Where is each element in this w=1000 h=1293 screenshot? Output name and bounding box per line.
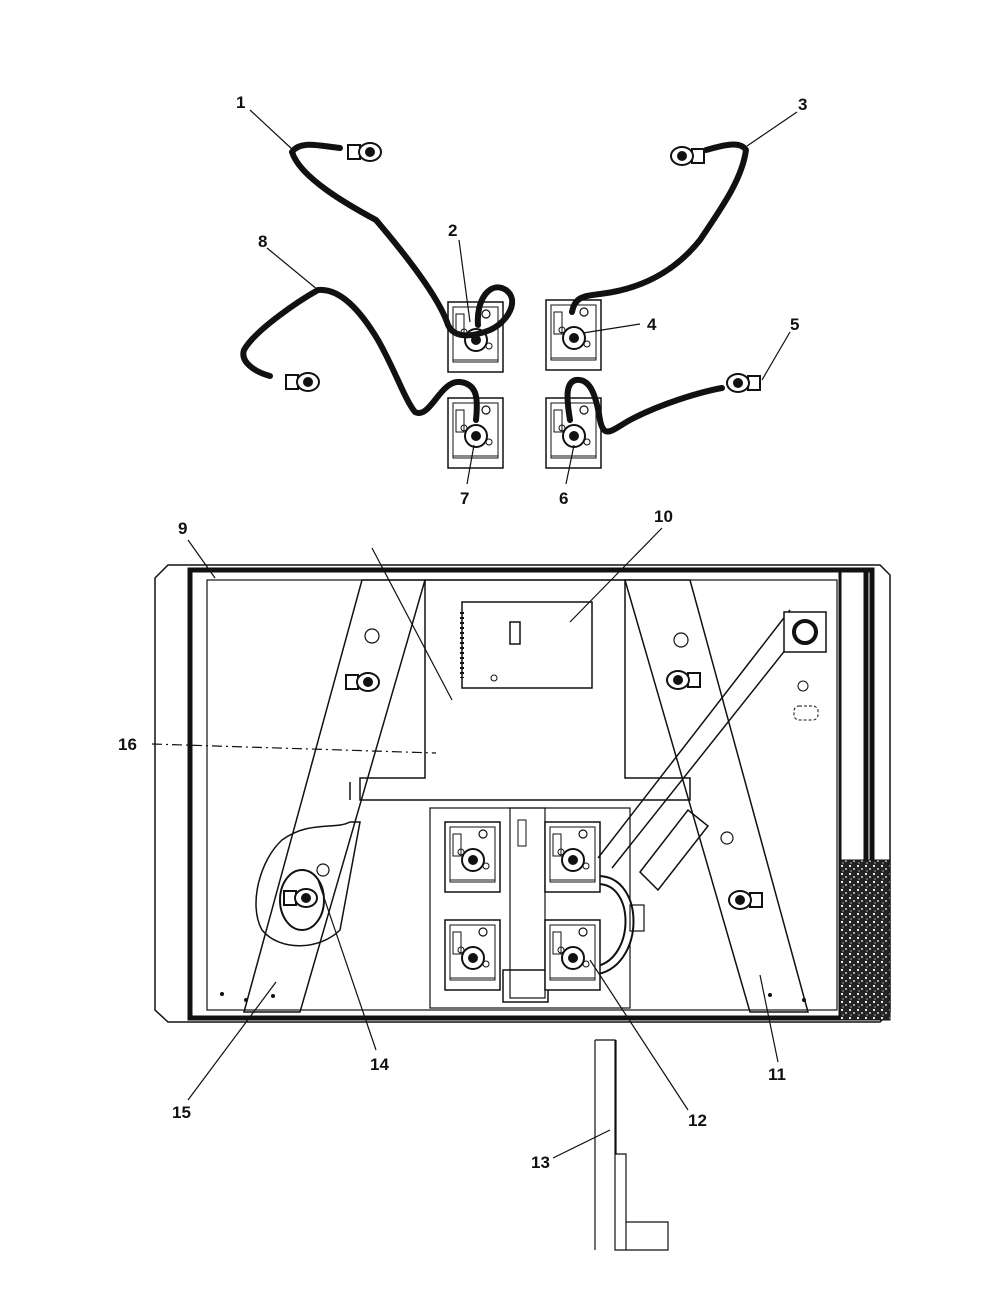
manifold-valve-a [444, 821, 501, 893]
tube-3 [569, 141, 749, 315]
manifold-valve-c [444, 919, 501, 991]
callout-3: 3 [798, 95, 807, 114]
callout-11: 11 [768, 1065, 786, 1084]
manifold-valve-b [544, 821, 601, 893]
tube-8 [240, 286, 480, 423]
callout-15: 15 [172, 1103, 191, 1122]
fitting-1 [347, 142, 382, 162]
burner-plate-16 [349, 579, 691, 801]
tube-5 [564, 376, 725, 435]
callout-5: 5 [790, 315, 799, 334]
igniter-fitting-left-upper [345, 672, 380, 692]
ignition-bracket-14 [255, 821, 361, 947]
fitting-3 [670, 146, 705, 166]
igniter-fitting-right-upper [666, 670, 701, 690]
igniter-fitting-left-lower [283, 888, 318, 908]
callout-7: 7 [460, 489, 469, 508]
burner-bar-11 [624, 579, 809, 1013]
callout-labels: 1 2 3 4 5 6 7 8 9 10 11 12 13 14 15 16 [118, 93, 807, 1172]
manifold-valve-d [544, 919, 601, 991]
valve-6 [545, 397, 602, 469]
control-module-10 [460, 601, 593, 689]
tube-1 [289, 141, 515, 339]
burner-bar-15 [220, 579, 426, 1013]
fitting-5 [726, 373, 761, 393]
callout-14: 14 [370, 1055, 389, 1074]
callout-9: 9 [178, 519, 187, 538]
callout-8: 8 [258, 232, 267, 251]
callout-10: 10 [654, 507, 673, 526]
callout-16: 16 [118, 735, 137, 754]
fitting-8 [285, 372, 320, 392]
leader-lines [151, 109, 798, 1159]
igniter-fitting-right-lower [728, 890, 763, 910]
callout-2: 2 [448, 221, 457, 240]
wire-harness-13 [594, 1039, 669, 1251]
thermocouple-tube [597, 609, 827, 892]
callout-1: 1 [236, 93, 245, 112]
callout-4: 4 [647, 315, 657, 334]
callout-13: 13 [531, 1153, 550, 1172]
callout-6: 6 [559, 489, 568, 508]
callout-12: 12 [688, 1111, 707, 1130]
